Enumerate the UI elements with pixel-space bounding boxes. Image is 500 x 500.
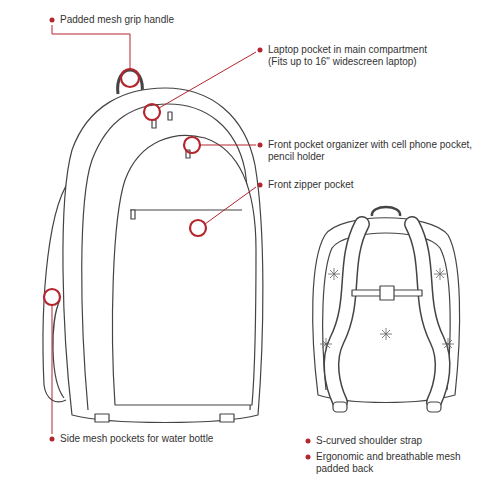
callout-label: (Fits up to 16" widescreen laptop) bbox=[268, 56, 493, 68]
callout-label: Padded mesh grip handle bbox=[60, 14, 260, 26]
callout-label: Front zipper pocket bbox=[268, 179, 490, 191]
callout-label: Laptop pocket in main compartment bbox=[268, 44, 493, 56]
callout-label: Side mesh pockets for water bottle bbox=[60, 433, 290, 445]
callout-label: S-curved shoulder strap bbox=[316, 435, 491, 447]
callout-label: Front pocket organizer with cell phone p… bbox=[268, 139, 490, 163]
callout-label: Ergonomic and breathable mesh padded bac… bbox=[316, 451, 476, 475]
